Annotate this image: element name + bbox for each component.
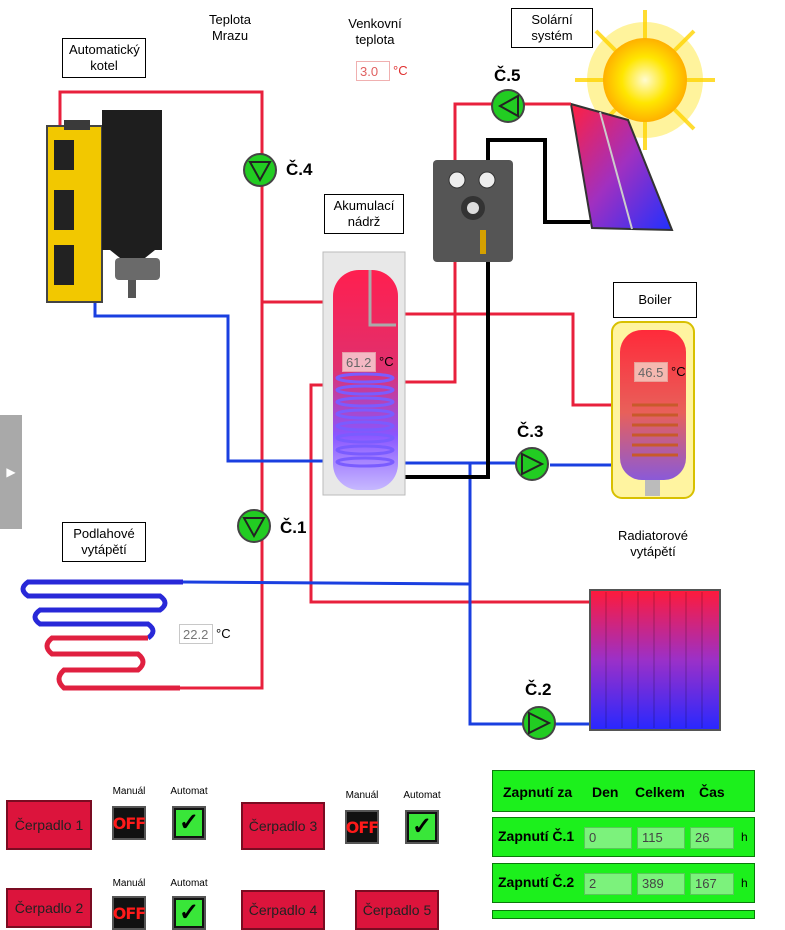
stats-header-zapnuti: Zapnutí za [503,784,573,800]
podlahove-line2: vytápětí [81,542,127,557]
podlahove-label: Podlahové vytápětí [62,522,146,562]
stats-row-c3-partial [492,910,755,919]
stats-unit: h [741,876,748,890]
stats-cas-field: 167 [690,873,734,895]
boiler-kotel-image [46,110,162,303]
akumulaci-temp-field: 61.2 [342,352,376,372]
side-panel-toggle[interactable]: ▶ [0,415,22,529]
pump-c1-button[interactable] [236,508,272,544]
solar-station [433,160,513,262]
kotel-label: Automatický kotel [62,38,146,78]
stats-row-label: Zapnutí Č.2 [498,874,575,890]
stats-den-field: 2 [584,873,632,895]
stats-row-c2: Zapnutí Č.2 2 389 167 h [492,863,755,903]
solarni-line2: systém [531,28,573,43]
pump-c1-label: Č.1 [280,518,307,537]
stats-header-den: Den [592,784,619,800]
akumulaci-temp-unit: °C [379,354,394,369]
sun-icon [575,10,715,150]
automat-label-1: Automat [170,786,208,797]
manual-label-3: Manuál [345,790,379,801]
solar-loop [400,138,590,479]
venkovni-temp-field: 3.0 [356,61,390,81]
pump-c5-button[interactable] [490,88,526,124]
radiatorove-label: Radiatorové vytápětí [605,528,701,560]
cerpadlo-2-button[interactable]: Čerpadlo 2 [6,888,92,928]
stats-celkem-field: 389 [637,873,685,895]
off-toggle-1[interactable]: OFF [112,806,146,840]
stats-row-c1: Zapnutí Č.1 0 115 26 h [492,817,755,857]
stats-celkem-field: 115 [637,827,685,849]
pump-c5-label: Č.5 [494,66,521,85]
manual-label-2: Manuál [112,878,146,889]
radiatorove-line1: Radiatorové [617,528,689,543]
pump-c3-button[interactable] [514,446,550,482]
stats-unit: h [741,830,748,844]
cerpadlo-5-button[interactable]: Čerpadlo 5 [355,890,439,930]
kotel-label-line1: Automatický [69,42,140,57]
manual-label-1: Manuál [112,786,146,797]
akumulaci-line2: nádrž [347,214,381,229]
venkovni-teplota-label: Venkovní teplota [335,16,415,48]
solar-panel [569,102,674,232]
pump-c2-button[interactable] [521,705,557,741]
pump-c2-label: Č.2 [525,680,552,699]
water-heater [611,321,695,499]
venkovni-temp-unit: °C [393,63,408,78]
venkovni-line1: Venkovní [348,16,402,31]
podlahove-temp-field: 22.2 [179,624,213,644]
boiler-temp-unit: °C [671,364,686,379]
stats-header: Zapnutí za Den Celkem Čas [492,770,755,812]
akumulaci-line1: Akumulací [333,198,395,213]
stats-header-celkem: Celkem [635,784,685,800]
off-toggle-2[interactable]: OFF [112,896,146,930]
automat-check-1[interactable]: ✓ [172,806,206,840]
heating-diagram [20,10,721,731]
cerpadlo-1-button[interactable]: Čerpadlo 1 [6,800,92,850]
accumulation-tank [322,251,406,496]
automat-check-3[interactable]: ✓ [405,810,439,844]
check-icon: ✓ [176,810,202,836]
check-icon: ✓ [409,814,435,840]
stats-den-field: 0 [584,827,632,849]
solarni-system-label: Solární systém [511,8,593,48]
teplota-mrazu-line2: Mrazu [211,28,249,43]
stats-row-label: Zapnutí Č.1 [498,828,575,844]
chevron-right-icon: ▶ [6,465,16,479]
pump-c4-button[interactable] [242,152,278,188]
automat-label-3: Automat [403,790,441,801]
kotel-label-line2: kotel [90,58,118,73]
teplota-mrazu-label: Teplota Mrazu [195,12,265,44]
akumulaci-nadrz-label: Akumulací nádrž [324,194,404,234]
pump-c3-label: Č.3 [517,422,544,441]
cold-pipes [93,300,615,726]
automat-label-2: Automat [170,878,208,889]
check-icon: ✓ [176,900,202,926]
pump-c4-label: Č.4 [286,160,313,179]
automat-check-2[interactable]: ✓ [172,896,206,930]
venkovni-line2: teplota [355,32,395,47]
floor-heating-coil [20,579,183,691]
boiler-temp-field: 46.5 [634,362,668,382]
off-toggle-3[interactable]: OFF [345,810,379,844]
cerpadlo-4-button[interactable]: Čerpadlo 4 [241,890,325,930]
stats-cas-field: 26 [690,827,734,849]
radiatorove-line2: vytápětí [630,544,676,559]
stats-header-cas: Čas [699,784,725,800]
radiator [589,589,721,731]
boiler-label: Boiler [613,282,697,318]
podlahove-temp-unit: °C [216,626,231,641]
podlahove-line1: Podlahové [73,526,135,541]
teplota-mrazu-line1: Teplota [209,12,251,27]
solarni-line1: Solární [531,12,573,27]
cerpadlo-3-button[interactable]: Čerpadlo 3 [241,802,325,850]
